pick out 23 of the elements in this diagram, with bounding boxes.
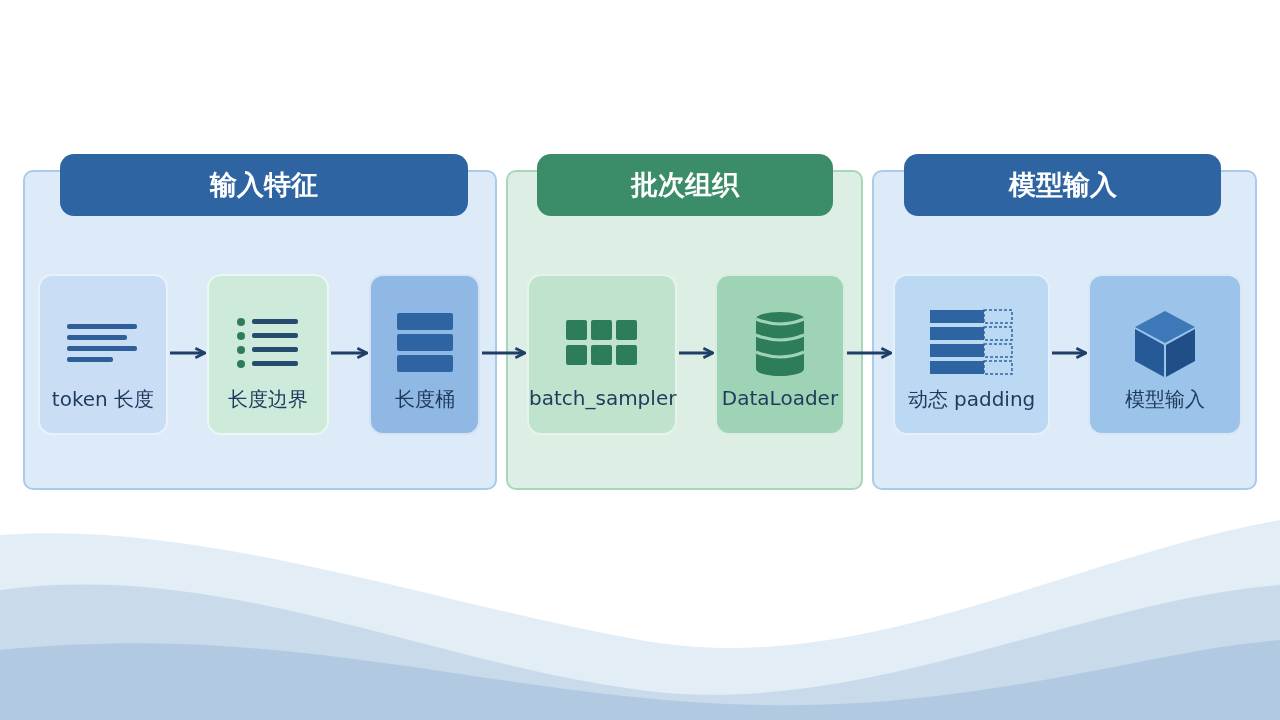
heading-band: 输入特征 <box>60 154 468 216</box>
arrow <box>847 346 893 360</box>
step-card <box>893 274 1050 435</box>
arrow <box>1052 346 1088 360</box>
arrow <box>482 346 527 360</box>
step-label: 长度桶 <box>393 386 456 413</box>
step-card <box>1088 274 1242 435</box>
step-card <box>38 274 168 435</box>
arrow <box>679 346 715 360</box>
arrow <box>331 346 369 360</box>
step-label: 模型输入 <box>1124 386 1206 413</box>
step-label: 长度边界 <box>227 386 309 413</box>
heading-band: 批次组织 <box>537 154 833 216</box>
step-card <box>207 274 329 435</box>
step-label: DataLoader <box>720 386 840 410</box>
step-label: 动态 padding <box>906 386 1037 413</box>
heading-band: 模型输入 <box>904 154 1221 216</box>
step-card <box>369 274 480 435</box>
arrow <box>170 346 207 360</box>
step-label: batch_sampler <box>529 386 675 410</box>
step-card <box>527 274 677 435</box>
step-label: token 长度 <box>50 386 156 413</box>
step-card <box>715 274 845 435</box>
